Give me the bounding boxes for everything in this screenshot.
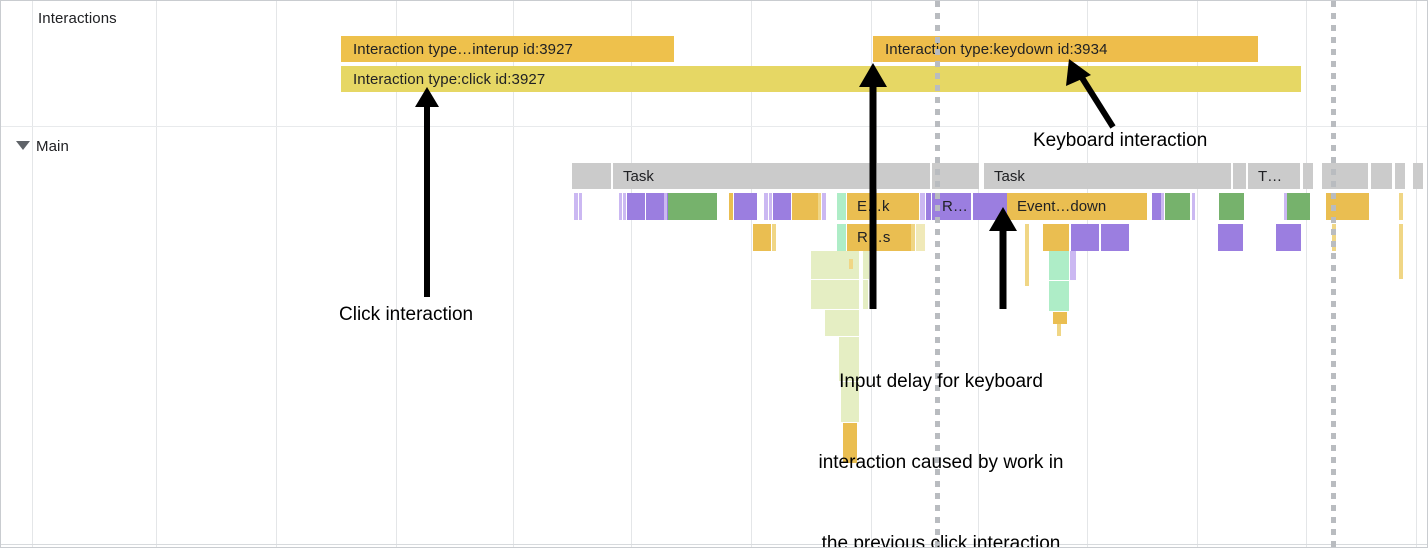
flame-block[interactable] [729, 193, 733, 220]
flame-block[interactable] [1399, 193, 1403, 220]
task-block[interactable]: Task [613, 163, 876, 189]
flame-block[interactable] [1101, 224, 1129, 251]
flame-block[interactable] [734, 193, 757, 220]
task-block[interactable] [1413, 163, 1424, 189]
flame-block[interactable] [1152, 193, 1162, 220]
flame-block[interactable] [773, 193, 791, 220]
bottom-divider [1, 544, 1427, 545]
task-block[interactable] [932, 163, 980, 189]
triangle-down-icon[interactable] [16, 141, 30, 150]
gridline [1416, 1, 1417, 547]
flame-block[interactable] [1161, 193, 1164, 220]
annotation-line: Input delay for keyboard [839, 371, 1043, 392]
track-label-main[interactable]: Main [36, 138, 69, 155]
flame-block[interactable] [1049, 251, 1069, 280]
dashed-marker-right [1331, 1, 1336, 547]
interaction-bar-pointerup[interactable]: Interaction type…interup id:3927 [341, 36, 674, 62]
flame-block[interactable] [920, 193, 925, 220]
task-block[interactable] [1233, 163, 1247, 189]
flame-block[interactable] [646, 193, 668, 220]
flame-block[interactable] [837, 193, 846, 220]
flame-block-event-keydown[interactable]: Event…down [1007, 193, 1147, 220]
flame-block-event[interactable]: R…s [847, 224, 911, 251]
flame-block[interactable] [822, 193, 826, 220]
flame-block[interactable] [837, 224, 846, 251]
flame-block[interactable] [863, 280, 868, 309]
annotation-line: interaction caused by work in [818, 452, 1064, 473]
flame-block[interactable] [849, 259, 853, 269]
gridline [396, 1, 397, 547]
flame-block[interactable] [825, 310, 859, 336]
flame-block[interactable] [1053, 312, 1067, 324]
arrow-click-interaction [415, 87, 439, 297]
flame-block[interactable] [764, 193, 768, 220]
gridline [513, 1, 514, 547]
flame-block[interactable] [1219, 193, 1244, 220]
flame-block[interactable] [1057, 324, 1061, 336]
task-block[interactable] [877, 163, 931, 189]
flame-block[interactable] [753, 224, 771, 251]
task-block[interactable] [1382, 163, 1393, 189]
flame-block[interactable] [772, 224, 776, 251]
flame-block[interactable] [916, 224, 925, 251]
gridline [631, 1, 632, 547]
flame-block[interactable] [841, 382, 859, 422]
gridline [1306, 1, 1307, 547]
flame-block[interactable] [627, 193, 645, 220]
flame-block[interactable] [1071, 224, 1099, 251]
task-block[interactable] [572, 163, 612, 189]
task-block[interactable] [1303, 163, 1314, 189]
flame-block[interactable] [863, 251, 869, 279]
flame-block[interactable] [769, 193, 772, 220]
flame-block[interactable] [926, 193, 931, 220]
flame-block[interactable] [579, 193, 582, 220]
flame-block[interactable] [911, 224, 915, 251]
flame-block-event[interactable]: E…k [847, 193, 919, 220]
task-block[interactable] [1395, 163, 1406, 189]
annotation-line: the previous click interaction [821, 533, 1061, 548]
interaction-bar-click[interactable]: Interaction type:click id:3927 [341, 66, 1301, 92]
gridline [1197, 1, 1198, 547]
flame-block[interactable] [1070, 251, 1076, 280]
task-block[interactable] [1322, 163, 1369, 189]
flame-block[interactable] [1049, 281, 1069, 311]
gridline [751, 1, 752, 547]
flame-block[interactable] [1218, 224, 1243, 251]
flame-block[interactable] [1287, 193, 1310, 220]
flame-block[interactable] [1399, 224, 1403, 251]
gridline [156, 1, 157, 547]
flame-block[interactable] [1192, 193, 1195, 220]
gridline [276, 1, 277, 547]
flame-block[interactable] [818, 193, 821, 220]
arrow-input-delay-right [989, 207, 1017, 309]
dashed-marker-keydown-start [935, 1, 940, 547]
flame-block[interactable] [1025, 251, 1029, 286]
flame-block[interactable] [839, 337, 859, 381]
flame-block[interactable] [623, 193, 626, 220]
interaction-bar-keydown[interactable]: Interaction type:keydown id:3934 [873, 36, 1258, 62]
flame-block[interactable] [1043, 224, 1069, 251]
task-block[interactable]: Task [984, 163, 1232, 189]
flame-block[interactable] [1284, 193, 1287, 220]
annotation-keyboard-interaction: Keyboard interaction [1033, 130, 1208, 151]
gridline [32, 1, 33, 547]
task-block[interactable]: T… [1248, 163, 1301, 189]
annotation-input-delay: Input delay for keyboard interaction cau… [783, 314, 1099, 548]
flame-block[interactable] [1025, 224, 1029, 251]
gridline [978, 1, 979, 547]
flame-block[interactable] [664, 193, 667, 220]
track-divider [1, 126, 1427, 127]
flame-block[interactable] [1399, 251, 1403, 279]
flame-block[interactable] [1165, 193, 1190, 220]
flame-block[interactable] [811, 280, 859, 309]
flame-block[interactable] [843, 423, 857, 463]
flame-block[interactable] [619, 193, 622, 220]
track-label-interactions[interactable]: Interactions [38, 10, 117, 27]
annotation-click-interaction: Click interaction [339, 304, 474, 325]
flame-block[interactable] [574, 193, 578, 220]
flame-block[interactable] [1276, 224, 1301, 251]
gridline [1087, 1, 1088, 547]
flame-block[interactable] [668, 193, 717, 220]
flame-block[interactable] [792, 193, 818, 220]
